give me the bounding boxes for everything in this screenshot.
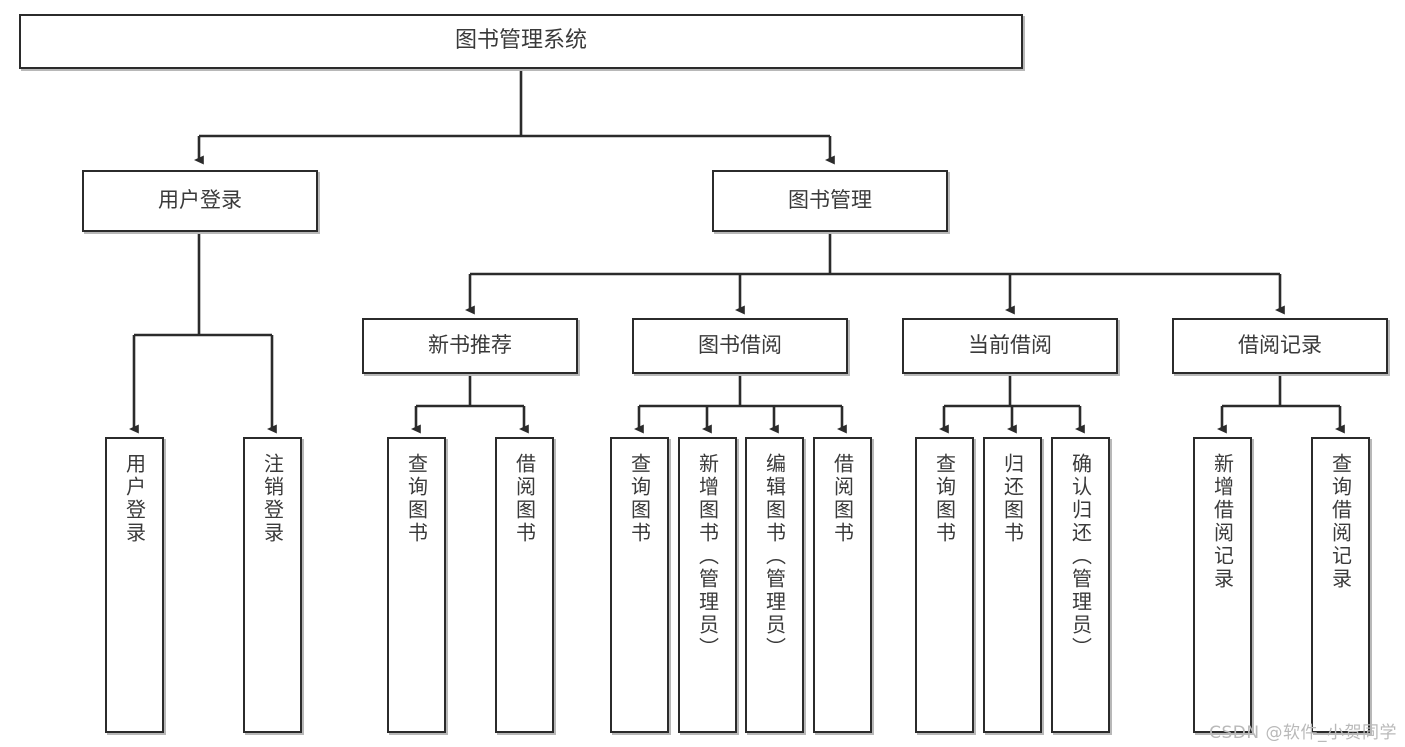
edge-group-root [194, 71, 835, 165]
node-label: 图书借阅 [698, 333, 782, 358]
node-label: 新增借阅记录 [1210, 453, 1235, 591]
node-root-book-management-system[interactable]: 图书管理系统 [19, 14, 1023, 69]
node-book-borrow[interactable]: 图书借阅 [632, 318, 848, 374]
leaf-confirm-return-admin[interactable]: 确认归还（管理员） [1051, 437, 1110, 733]
node-label: 当前借阅 [968, 333, 1052, 358]
node-new-book-recommendation[interactable]: 新书推荐 [362, 318, 578, 374]
leaf-user-login[interactable]: 用户登录 [105, 437, 164, 733]
node-label: 查询图书 [404, 453, 429, 545]
node-label: 查询图书 [932, 453, 957, 545]
node-label: 编辑图书（管理员） [762, 453, 787, 660]
leaf-add-borrow-record[interactable]: 新增借阅记录 [1193, 437, 1252, 733]
node-label: 新书推荐 [428, 333, 512, 358]
edge-group-user-login [129, 234, 277, 434]
node-label: 借阅图书 [512, 453, 537, 545]
node-label: 借阅记录 [1238, 333, 1322, 358]
leaf-return-book[interactable]: 归还图书 [983, 437, 1042, 733]
edge-group-book-management [465, 234, 1285, 315]
leaf-query-book-borrow[interactable]: 查询图书 [610, 437, 669, 733]
node-label: 图书管理 [788, 188, 872, 213]
leaf-query-book-newbook[interactable]: 查询图书 [387, 437, 446, 733]
node-label: 查询图书 [627, 453, 652, 545]
node-label: 注销登录 [260, 453, 285, 545]
node-book-management[interactable]: 图书管理 [712, 170, 948, 232]
node-label: 归还图书 [1000, 453, 1025, 545]
node-current-borrow[interactable]: 当前借阅 [902, 318, 1118, 374]
node-label: 确认归还（管理员） [1068, 453, 1093, 660]
edge-group-new-book [411, 376, 529, 434]
node-label: 用户登录 [158, 188, 242, 213]
leaf-add-book-admin[interactable]: 新增图书（管理员） [678, 437, 737, 733]
edge-group-current-borrow [939, 376, 1085, 434]
edge-group-borrow-record [1217, 376, 1345, 434]
node-label: 查询借阅记录 [1328, 453, 1353, 591]
edge-group-book-borrow [634, 376, 847, 434]
node-borrow-record[interactable]: 借阅记录 [1172, 318, 1388, 374]
leaf-query-borrow-record[interactable]: 查询借阅记录 [1311, 437, 1370, 733]
node-label: 图书管理系统 [454, 28, 587, 54]
leaf-borrow-book-newbook[interactable]: 借阅图书 [495, 437, 554, 733]
node-label: 新增图书（管理员） [695, 453, 720, 660]
leaf-query-book-current[interactable]: 查询图书 [915, 437, 974, 733]
leaf-logout[interactable]: 注销登录 [243, 437, 302, 733]
node-user-login[interactable]: 用户登录 [82, 170, 318, 232]
node-label: 借阅图书 [830, 453, 855, 545]
node-label: 用户登录 [122, 453, 147, 545]
leaf-edit-book-admin[interactable]: 编辑图书（管理员） [745, 437, 804, 733]
leaf-borrow-book[interactable]: 借阅图书 [813, 437, 872, 733]
